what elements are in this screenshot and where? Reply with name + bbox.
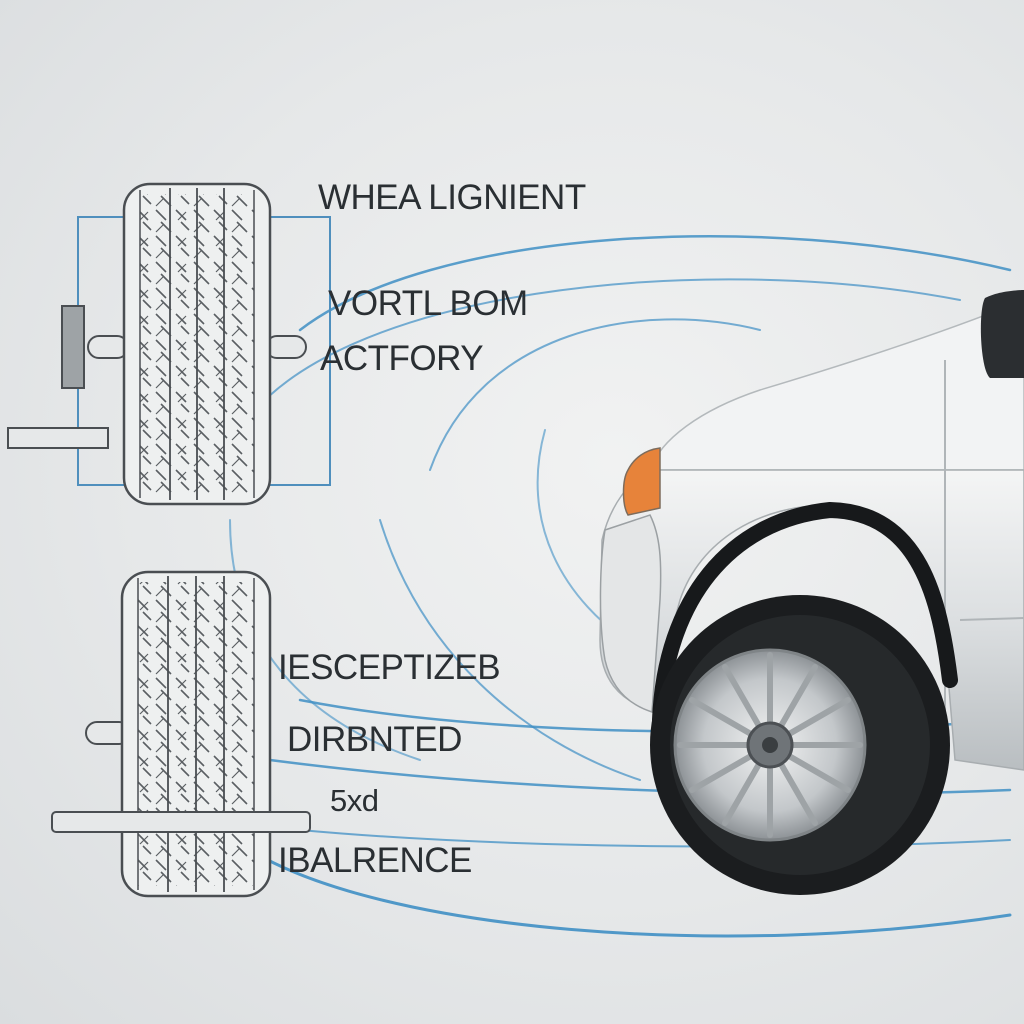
headlight (622, 447, 661, 516)
arc-line (299, 829, 1011, 848)
hood (648, 299, 1024, 471)
bumper (599, 514, 662, 714)
label-line-7: IBALRENCE (278, 841, 472, 880)
mirror (980, 290, 1024, 378)
arc-line (298, 235, 1012, 332)
tire-schematic-bottom (51, 570, 311, 898)
suv-front-icon (599, 290, 1024, 895)
arc-line (379, 519, 641, 781)
axle-stub-right (265, 335, 307, 359)
ground-bar (51, 811, 311, 833)
diagram-title: WHEA LIGNIENT (318, 178, 586, 217)
arc-line (429, 318, 761, 471)
body-crease (959, 617, 1024, 621)
label-line-4: IESCEPTIZEB (278, 648, 501, 687)
arc-line (229, 519, 421, 761)
label-line-2: VORTL BOM (328, 284, 528, 323)
arc-line (248, 848, 1012, 938)
motion-arcs (229, 235, 1012, 938)
wheel-arch (652, 501, 958, 728)
ground-bar (7, 427, 109, 449)
label-line-6: 5xd (330, 783, 379, 818)
axle-plate (61, 305, 85, 389)
tire-schematic-top (7, 182, 331, 506)
axle-stub-left (87, 335, 129, 359)
label-line-5: DIRBNTED (287, 720, 462, 759)
hub-center (762, 737, 778, 753)
arc-line (239, 278, 961, 431)
label-line-3: ACTFORY (320, 339, 484, 378)
